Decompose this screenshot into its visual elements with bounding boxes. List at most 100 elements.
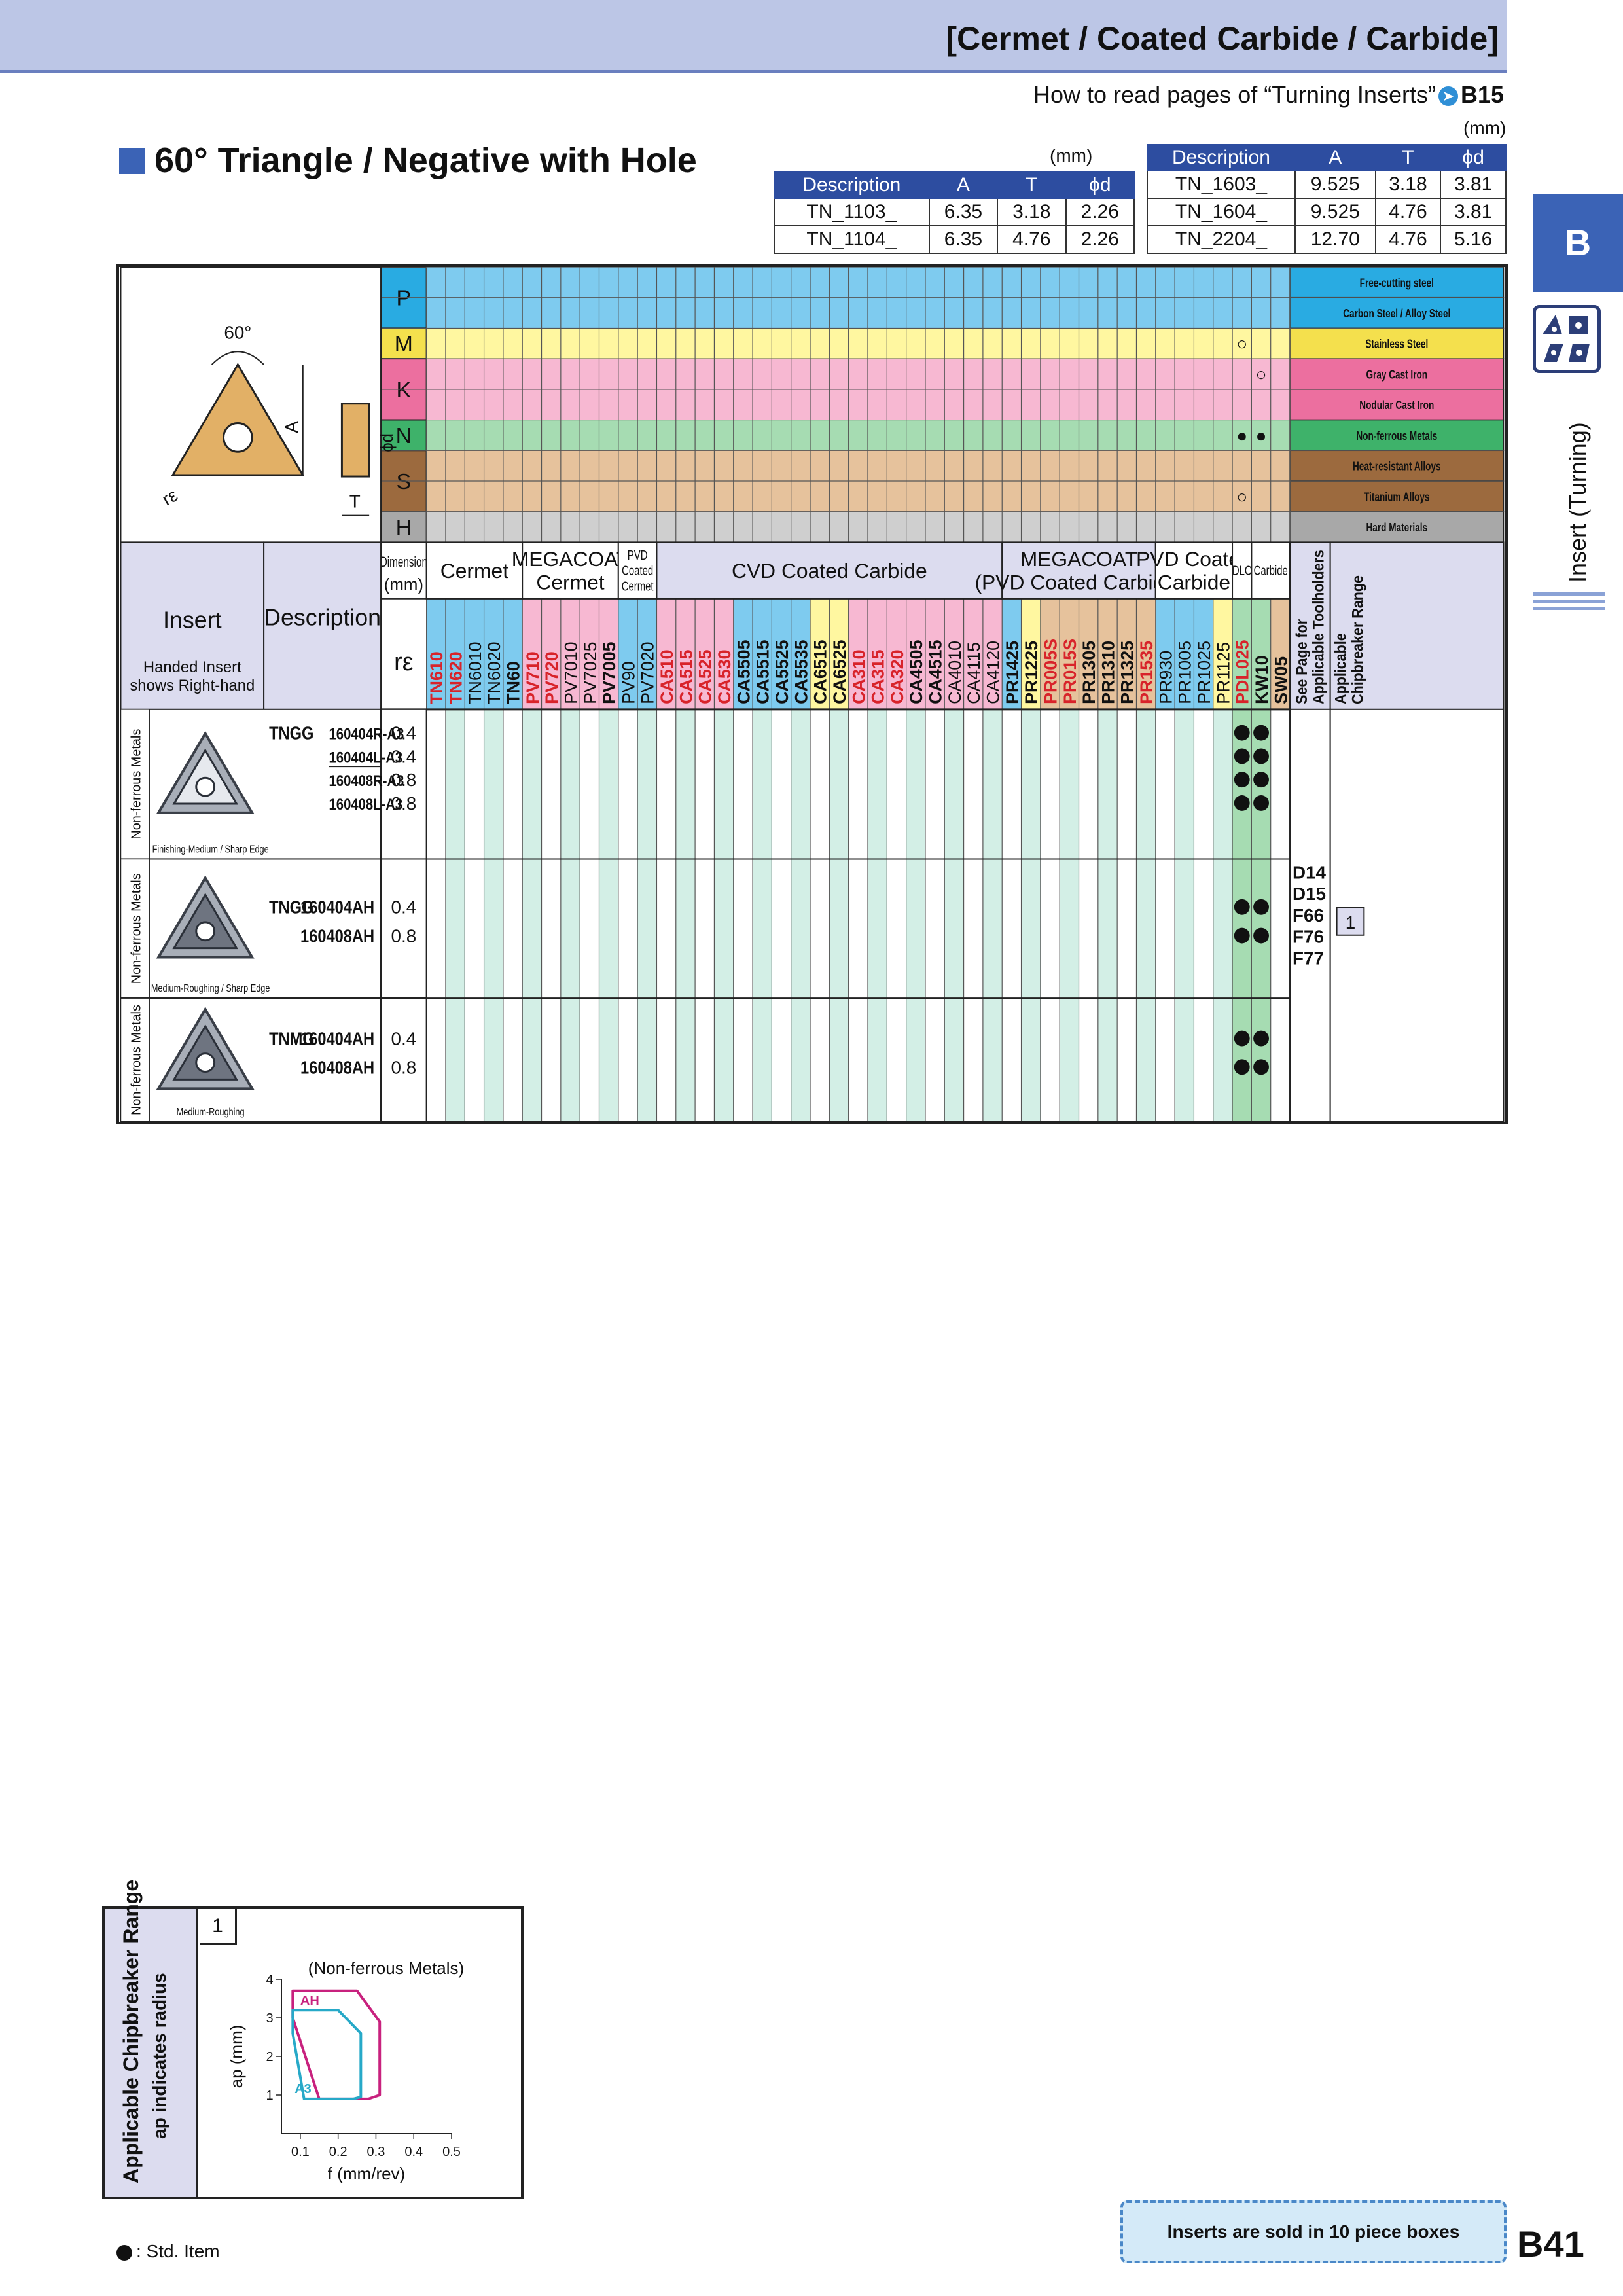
dims-cell: 4.76 — [1374, 225, 1442, 254]
series-ah-outline — [291, 1989, 382, 2100]
chart-title: (Non-ferrous Metals) — [308, 1958, 464, 1978]
re-value: 0.4 — [391, 746, 416, 766]
re-value: 0.4 — [391, 723, 416, 744]
material-code-H: H — [396, 515, 412, 540]
material-row-band — [426, 297, 1291, 329]
grade-header-cell — [1040, 598, 1060, 709]
grade-header-cell — [1175, 598, 1194, 709]
grade-column-body — [867, 709, 887, 1122]
grade-column-body — [810, 709, 830, 1122]
grade-column-body — [560, 709, 580, 1122]
material-row-band — [426, 389, 1291, 420]
grade-column-body — [599, 709, 618, 1122]
material-label: Titanium Alloys — [1364, 490, 1429, 504]
legend-side-subtitle: ap indicates radius — [149, 1973, 169, 2139]
std-item-dot — [1234, 927, 1250, 944]
re-value: 0.8 — [391, 925, 416, 946]
insert-section-cell — [120, 997, 382, 1122]
grade-column-body — [503, 709, 523, 1122]
grade-group-label: PVD — [628, 548, 648, 563]
dims-cell: 2.26 — [1065, 198, 1135, 226]
section-side-cell — [120, 997, 150, 1122]
grade-name-tn6010: TN6010 — [465, 641, 485, 704]
grade-column-body — [1060, 709, 1079, 1122]
dims-cell: TN_1604_ — [1147, 198, 1296, 226]
dims-cell: 2.26 — [1065, 225, 1135, 254]
grade-name-pv7020: PV7020 — [638, 641, 658, 704]
grade-name-ca315: CA315 — [868, 649, 888, 704]
grade-name-pdl025: PDL025 — [1233, 639, 1253, 704]
chipbreaker-header — [1329, 541, 1505, 710]
re-value: 0.8 — [391, 770, 416, 790]
grade-column-body — [637, 709, 657, 1122]
std-item-dot — [1253, 748, 1269, 764]
dimension-t-label: T — [349, 492, 361, 512]
dims-cell: 6.35 — [928, 225, 999, 254]
grade-column-body — [1040, 709, 1060, 1122]
catalog-title: [Cermet / Coated Carbide / Carbide] — [946, 20, 1499, 57]
grade-name-pr930: PR930 — [1156, 651, 1175, 704]
grade-column-body — [753, 709, 772, 1122]
grade-column-body — [580, 709, 599, 1122]
dlc-application-mark: ○ — [1256, 364, 1267, 384]
material-label-cell — [1289, 419, 1505, 452]
dims-col-2: T — [997, 171, 1067, 199]
grade-group-header — [656, 541, 1003, 600]
grade-column-body — [695, 709, 715, 1122]
dims-cell: 4.76 — [1374, 198, 1442, 226]
grade-header-cell — [637, 598, 657, 709]
grade-name-ca515: CA515 — [676, 649, 696, 704]
grade-name-pv7025: PV7025 — [580, 641, 600, 704]
dims-cell: TN_1603_ — [1147, 170, 1296, 199]
grade-header-cell — [426, 598, 446, 709]
grade-header-cell — [733, 598, 753, 709]
howto-link[interactable]: How to read pages of “Turning Inserts”➤B… — [1033, 81, 1504, 109]
x-axis-label: f (mm/rev) — [328, 2164, 405, 2183]
grade-name-pv7005: PV7005 — [599, 641, 619, 704]
re-cell — [380, 708, 427, 860]
grade-column-body — [522, 709, 542, 1122]
grade-header-cell — [772, 598, 791, 709]
std-item-dot — [1234, 772, 1250, 788]
grade-column-body — [982, 709, 1003, 1122]
howto-ref[interactable]: B15 — [1460, 81, 1504, 108]
chipbreaker-ref: 1 — [1346, 912, 1355, 933]
legend-side-panel: Applicable Chipbreaker Range ap indicate… — [105, 1880, 198, 2197]
std-item-dot — [1253, 1030, 1269, 1047]
grade-header-cell — [1232, 598, 1252, 709]
grade-name-tn610: TN610 — [427, 651, 446, 704]
grade-column-body — [465, 709, 484, 1122]
grade-group-header — [1154, 541, 1234, 600]
grade-header-cell — [580, 598, 599, 709]
grade-header-cell — [982, 598, 1003, 709]
material-label: Free-cutting steel — [1360, 276, 1434, 290]
dims-col-2: T — [1374, 144, 1442, 171]
re-value: 0.8 — [391, 1057, 416, 1077]
section-title: 60° Triangle / Negative with Hole — [154, 141, 697, 180]
grade-group-label: Cermet — [622, 579, 654, 594]
grade-column-body — [618, 709, 638, 1122]
series-a3-label: A3 — [294, 2082, 312, 2096]
material-row-band — [426, 480, 1291, 512]
material-label: Heat-resistant Alloys — [1353, 460, 1441, 474]
insert-section-cell — [120, 858, 382, 999]
dims-cell: TN_2204_ — [1147, 225, 1296, 254]
chipbreaker-label: Chipbreaker Range — [1348, 575, 1366, 704]
dimension-d-label: ϕd — [378, 433, 397, 452]
grade-header-cell — [1155, 598, 1175, 709]
grade-header-cell — [560, 598, 580, 709]
grade-name-pr1025: PR1025 — [1194, 641, 1214, 704]
chipbreaker-legend: Applicable Chipbreaker Range ap indicate… — [102, 1880, 524, 2199]
section-tab-b[interactable]: B — [1533, 194, 1623, 292]
dims-col-1: A — [1294, 144, 1376, 171]
grade-name-ca310: CA310 — [849, 649, 868, 704]
x-tick-label: 0.1 — [291, 2145, 310, 2159]
insert-description: 160404AH — [300, 898, 374, 918]
grade-column-body — [1097, 709, 1118, 1122]
grade-column-body — [1002, 709, 1022, 1122]
dimension-header: Dimension — [380, 554, 427, 569]
grade-name-tn6020: TN6020 — [484, 641, 504, 704]
material-row-band — [426, 450, 1291, 481]
y-tick-label: 4 — [266, 1973, 273, 1987]
std-item-dot — [1234, 899, 1250, 915]
